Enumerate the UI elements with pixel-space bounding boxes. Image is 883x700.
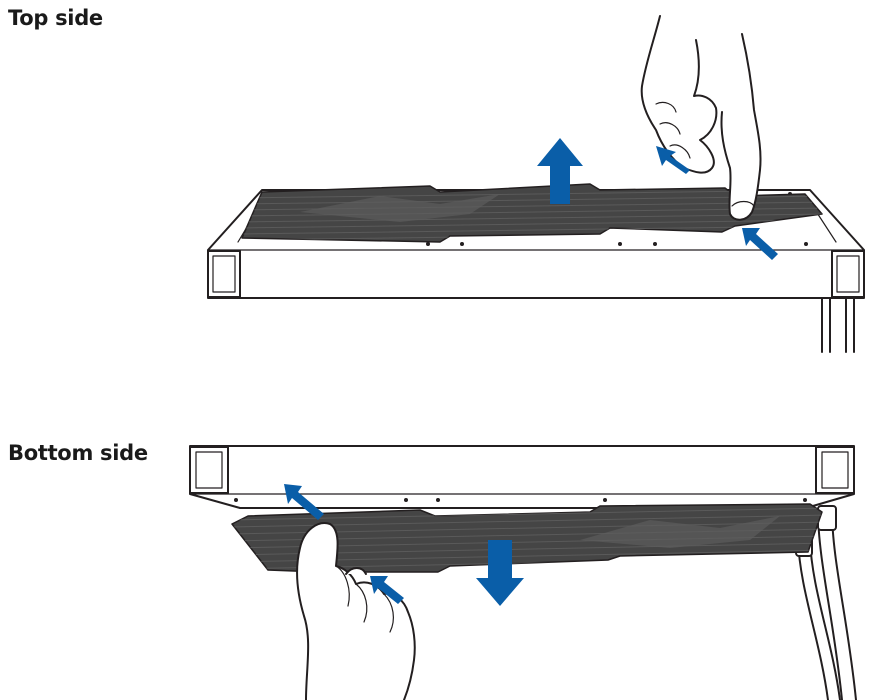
bottom-side-figure (189, 445, 857, 700)
hand-right-top (720, 33, 762, 221)
press-arrow-icon (742, 228, 778, 260)
top-side-figure (207, 15, 865, 353)
tube-fitting (817, 505, 837, 531)
press-arrow-icon (656, 146, 690, 174)
bottom-side-label: Bottom side (8, 441, 148, 465)
dust-filter-top (241, 183, 823, 243)
filter-logo-pattern (300, 194, 500, 222)
press-arrow-icon (284, 484, 324, 520)
hand-bottom (296, 522, 416, 700)
press-arrow-icon (370, 576, 404, 604)
up-arrow-icon (537, 138, 583, 204)
filter-logo-pattern-bottom (580, 516, 780, 548)
radiator-frame-bottom (189, 445, 855, 554)
top-side-label: Top side (8, 6, 103, 30)
dust-filter-bottom (231, 503, 823, 573)
down-arrow-icon (476, 540, 524, 606)
coolant-tubes (821, 295, 855, 353)
hand-left-top (640, 15, 718, 174)
